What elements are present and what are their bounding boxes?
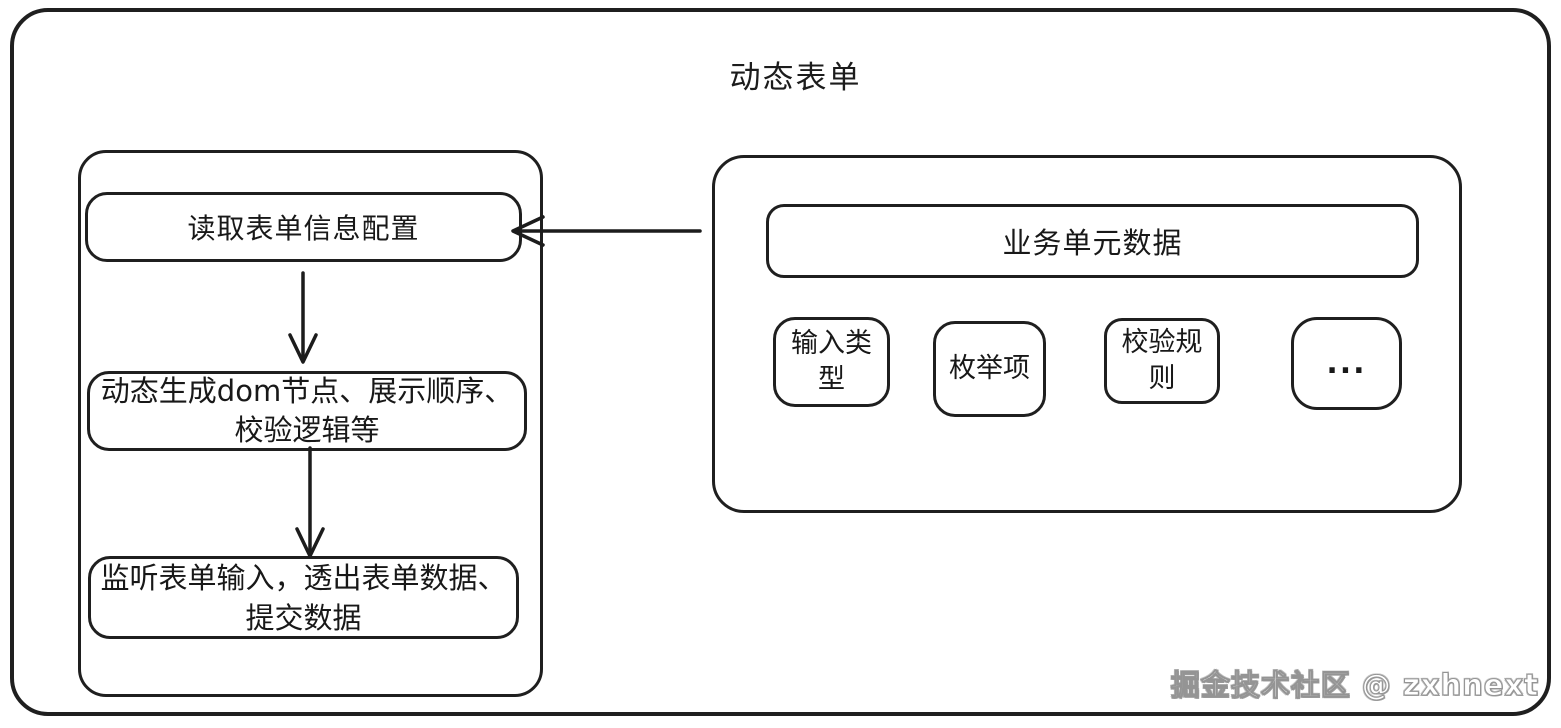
chip-label: 枚举项 bbox=[949, 353, 1030, 384]
flow-step-listen-form-input: 监听表单输入，透出表单数据、提交数据 bbox=[88, 556, 519, 639]
diagram-title: 动态表单 bbox=[729, 60, 862, 96]
chip-label: ... bbox=[1326, 345, 1367, 381]
business-unit-data-label: 业务单元数据 bbox=[1002, 226, 1183, 260]
flow-step-generate-dom: 动态生成dom节点、展示顺序、校验逻辑等 bbox=[87, 371, 527, 451]
chip-input-type: 输入类型 bbox=[773, 317, 890, 407]
flow-step-label: 动态生成dom节点、展示顺序、校验逻辑等 bbox=[100, 374, 514, 447]
flow-step-label: 读取表单信息配置 bbox=[187, 212, 420, 245]
flow-step-read-form-config: 读取表单信息配置 bbox=[85, 192, 522, 262]
flow-step-label: 监听表单输入，透出表单数据、提交数据 bbox=[100, 560, 507, 635]
chip-enum-items: 枚举项 bbox=[933, 321, 1046, 417]
chip-ellipsis: ... bbox=[1291, 317, 1402, 410]
chip-label: 校验规则 bbox=[1121, 327, 1203, 394]
chip-label: 输入类型 bbox=[791, 328, 872, 395]
business-unit-data-box: 业务单元数据 bbox=[766, 204, 1419, 278]
chip-validation-rules: 校验规则 bbox=[1104, 318, 1220, 404]
watermark: 掘金技术社区 @ zxhnext bbox=[1170, 668, 1539, 703]
